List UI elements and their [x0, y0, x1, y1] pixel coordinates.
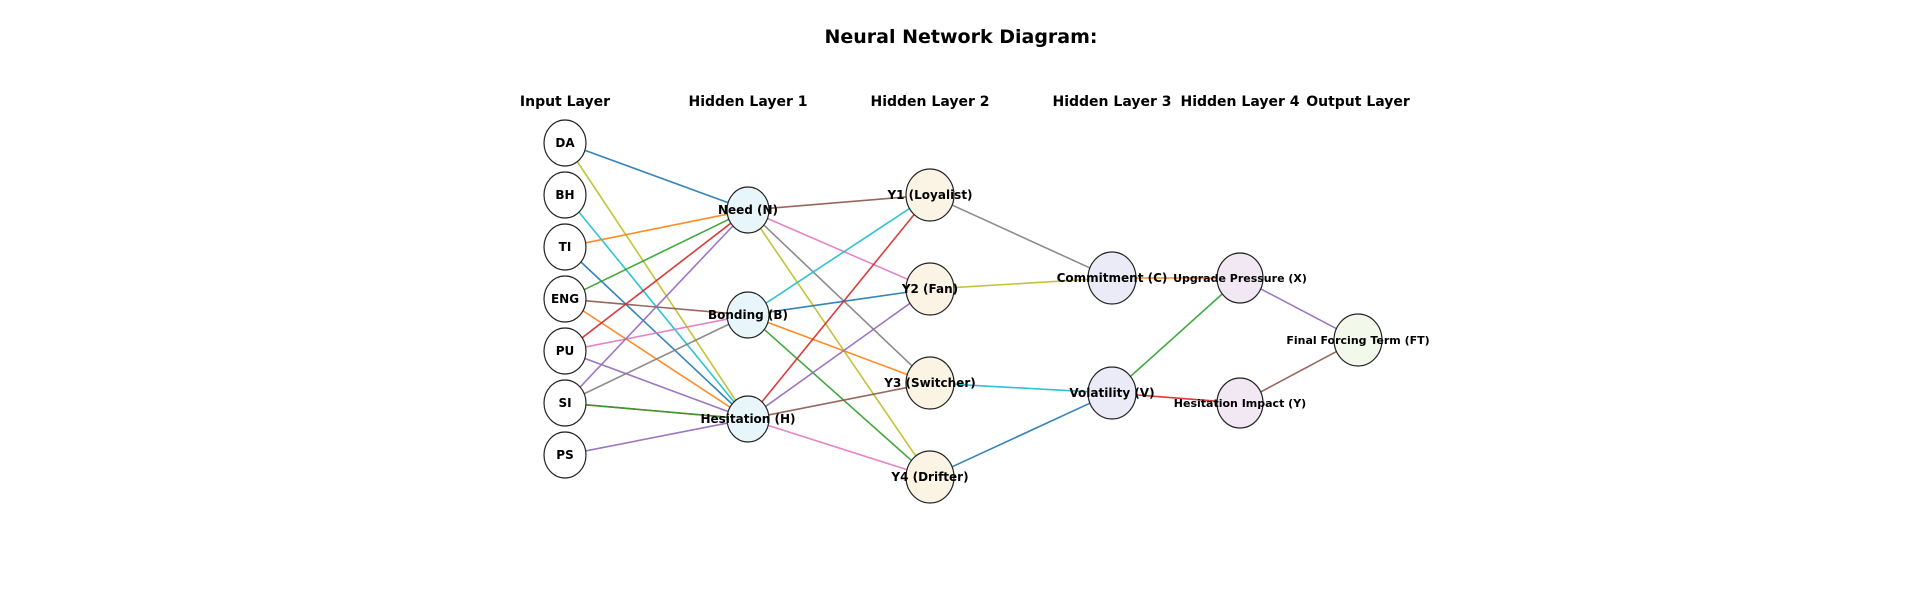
edge-si-b	[583, 323, 730, 395]
node-label: Final Forcing Term (FT)	[1286, 334, 1429, 347]
edge-pu-b	[585, 318, 728, 348]
node-n: Need (N)	[718, 186, 778, 234]
node-circle	[1333, 313, 1383, 367]
node-circle	[543, 431, 587, 479]
node-b: Bonding (B)	[708, 291, 788, 339]
node-label: PU	[556, 344, 575, 358]
edge-b-y3	[767, 321, 908, 376]
edge-v-y	[1135, 394, 1218, 403]
node-circle	[1087, 366, 1137, 420]
node-circle	[726, 395, 770, 443]
edge-b-y4	[763, 328, 913, 462]
node-label: SI	[558, 396, 571, 410]
layer-labels: Input Layer Hidden Layer 1 Hidden Layer 2 H…	[520, 94, 1410, 110]
layer-label: Hidden Layer 2	[871, 94, 990, 110]
node-label: Y1 (Loyalist)	[886, 188, 972, 202]
node-circle	[726, 291, 770, 339]
node-circle	[726, 186, 770, 234]
node-label: Hesitation Impact (Y)	[1174, 397, 1306, 410]
edge-n-y2	[766, 217, 909, 281]
edge-si-n	[578, 224, 735, 389]
edge-b-y1	[765, 207, 911, 305]
layer-label: Output Layer	[1306, 94, 1410, 110]
edge-si-h	[585, 404, 728, 418]
node-label: Y4 (Drifter)	[890, 470, 968, 484]
node-circle	[1216, 377, 1264, 429]
edge-n-y3	[762, 223, 914, 368]
edge-y3-v	[953, 383, 1089, 393]
node-label: PS	[556, 448, 573, 462]
node-circle	[543, 119, 587, 167]
node-eng: ENG	[543, 275, 587, 323]
node-ft: Final Forcing Term (FT)	[1286, 313, 1430, 367]
edge-y2-c	[953, 278, 1089, 289]
edge-h-y4	[767, 424, 908, 471]
node-circle	[543, 379, 587, 427]
node-circle	[905, 450, 955, 504]
edge-y4-v	[951, 402, 1091, 468]
node-label: ENG	[551, 292, 579, 306]
node-label: Volatility (V)	[1069, 386, 1154, 400]
node-pu: PU	[543, 327, 587, 375]
node-label: Bonding (B)	[708, 308, 788, 322]
node-c: Commitment (C)	[1057, 251, 1168, 305]
edge-v-x	[1129, 292, 1224, 378]
edge-n-y4	[759, 226, 918, 458]
node-y1: Y1 (Loyalist)	[886, 168, 973, 222]
edge-pu-h	[584, 357, 729, 413]
node-circle	[543, 171, 587, 219]
layer-label: Hidden Layer 3	[1053, 94, 1172, 110]
layer-label: Hidden Layer 4	[1181, 94, 1300, 110]
edges	[575, 149, 1338, 471]
node-circle	[543, 223, 587, 271]
edge-h-y3	[768, 386, 907, 416]
node-circle	[1216, 252, 1264, 304]
node-y: Hesitation Impact (Y)	[1174, 377, 1306, 429]
edge-n-y1	[768, 196, 907, 210]
node-ps: PS	[543, 431, 587, 479]
node-circle	[905, 262, 955, 316]
node-label: Y3 (Switcher)	[883, 376, 975, 390]
node-label: BH	[555, 188, 574, 202]
edge-y-ft	[1259, 350, 1338, 393]
edge-pu-n	[581, 222, 732, 339]
node-bh: BH	[543, 171, 587, 219]
node-label: Commitment (C)	[1057, 271, 1168, 285]
node-circle	[905, 356, 955, 410]
diagram-title: Neural Network Diagram:	[824, 26, 1097, 48]
node-circle	[905, 168, 955, 222]
node-circle	[543, 275, 587, 323]
layer-label: Input Layer	[520, 94, 610, 110]
node-da: DA	[543, 119, 587, 167]
edge-h-y2	[764, 302, 911, 408]
edge-da-n	[584, 149, 729, 204]
edge-b-y2	[768, 291, 907, 313]
node-h: Hesitation (H)	[700, 395, 796, 443]
node-label: Y2 (Fan)	[901, 282, 958, 296]
node-x: Upgrade Pressure (X)	[1173, 252, 1307, 304]
edge-eng-n	[583, 218, 730, 291]
node-label: Hesitation (H)	[700, 412, 795, 426]
edge-x-ft	[1259, 287, 1338, 330]
node-y2: Y2 (Fan)	[901, 262, 958, 316]
node-ti: TI	[543, 223, 587, 271]
node-circle	[1087, 251, 1137, 305]
edge-y1-c	[951, 204, 1091, 269]
node-circle	[543, 327, 587, 375]
node-label: DA	[555, 136, 575, 150]
edge-ti-n	[585, 213, 728, 244]
layer-label: Hidden Layer 1	[689, 94, 808, 110]
node-y4: Y4 (Drifter)	[890, 450, 969, 504]
node-label: Need (N)	[718, 203, 778, 217]
node-y3: Y3 (Switcher)	[883, 356, 976, 410]
node-label: Upgrade Pressure (X)	[1173, 272, 1307, 285]
nodes: DA BH TI ENG PU SI PS Need (N) Bonding (B) Hesita…	[543, 119, 1430, 504]
edge-h-y1	[760, 213, 916, 404]
node-label: TI	[559, 240, 572, 254]
edge-ps-h	[585, 422, 728, 452]
node-si: SI	[543, 379, 587, 427]
node-v: Volatility (V)	[1069, 366, 1155, 420]
